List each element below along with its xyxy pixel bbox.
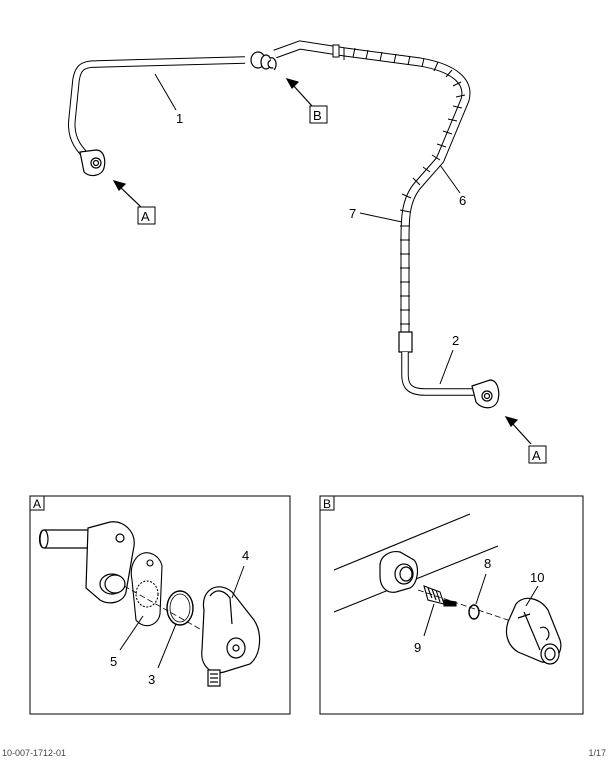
detail-panel-b: B xyxy=(319,495,584,715)
panel-b-connector xyxy=(505,597,562,665)
callout-6: 6 xyxy=(459,193,466,208)
view-arrow-a-left xyxy=(112,180,142,208)
view-label-b-top: B xyxy=(313,108,322,123)
detail-panel-a: A xyxy=(29,495,291,715)
panel-a-o-ring xyxy=(166,590,194,626)
hose-2 xyxy=(401,352,480,396)
callout-3: 3 xyxy=(148,672,155,687)
callout-9: 9 xyxy=(414,640,421,655)
sleeve-collar xyxy=(398,331,413,353)
fitting-top xyxy=(250,51,277,71)
hose-1 xyxy=(68,56,246,165)
panel-b-port xyxy=(379,551,419,593)
callout-5: 5 xyxy=(110,654,117,669)
view-arrow-a-right xyxy=(504,416,532,445)
panel-a-flange xyxy=(85,521,135,604)
panel-a-gasket xyxy=(130,552,163,627)
panel-b-label: B xyxy=(323,497,331,511)
hose-top-right xyxy=(273,40,471,350)
callout-1: 1 xyxy=(176,111,183,126)
fitting-right xyxy=(471,379,500,409)
callout-7: 7 xyxy=(349,206,356,221)
view-label-box-a-right xyxy=(528,445,547,464)
callout-lines xyxy=(154,73,461,385)
callout-4: 4 xyxy=(242,548,249,563)
footer-reference-left: 10-007-1712-01 xyxy=(2,748,67,758)
view-label-box-a-left xyxy=(137,206,156,225)
footer-reference-right: 1/17 xyxy=(588,748,606,758)
callout-10: 10 xyxy=(530,570,544,585)
callout-2: 2 xyxy=(452,333,459,348)
hose-assembly xyxy=(68,40,480,396)
view-label-a-left: A xyxy=(141,209,150,224)
view-label-a-right: A xyxy=(532,448,541,463)
view-label-box-b-top xyxy=(309,105,328,124)
panel-b-o-ring xyxy=(468,604,480,620)
callout-8: 8 xyxy=(484,556,491,571)
view-arrow-b-top xyxy=(285,78,313,107)
hose-clamp xyxy=(332,44,340,58)
panel-a-label: A xyxy=(33,497,41,511)
panel-a-tube xyxy=(38,529,93,549)
panel-a-cap xyxy=(201,586,261,687)
fitting-left xyxy=(79,149,106,177)
sleeve-bands xyxy=(352,47,466,325)
